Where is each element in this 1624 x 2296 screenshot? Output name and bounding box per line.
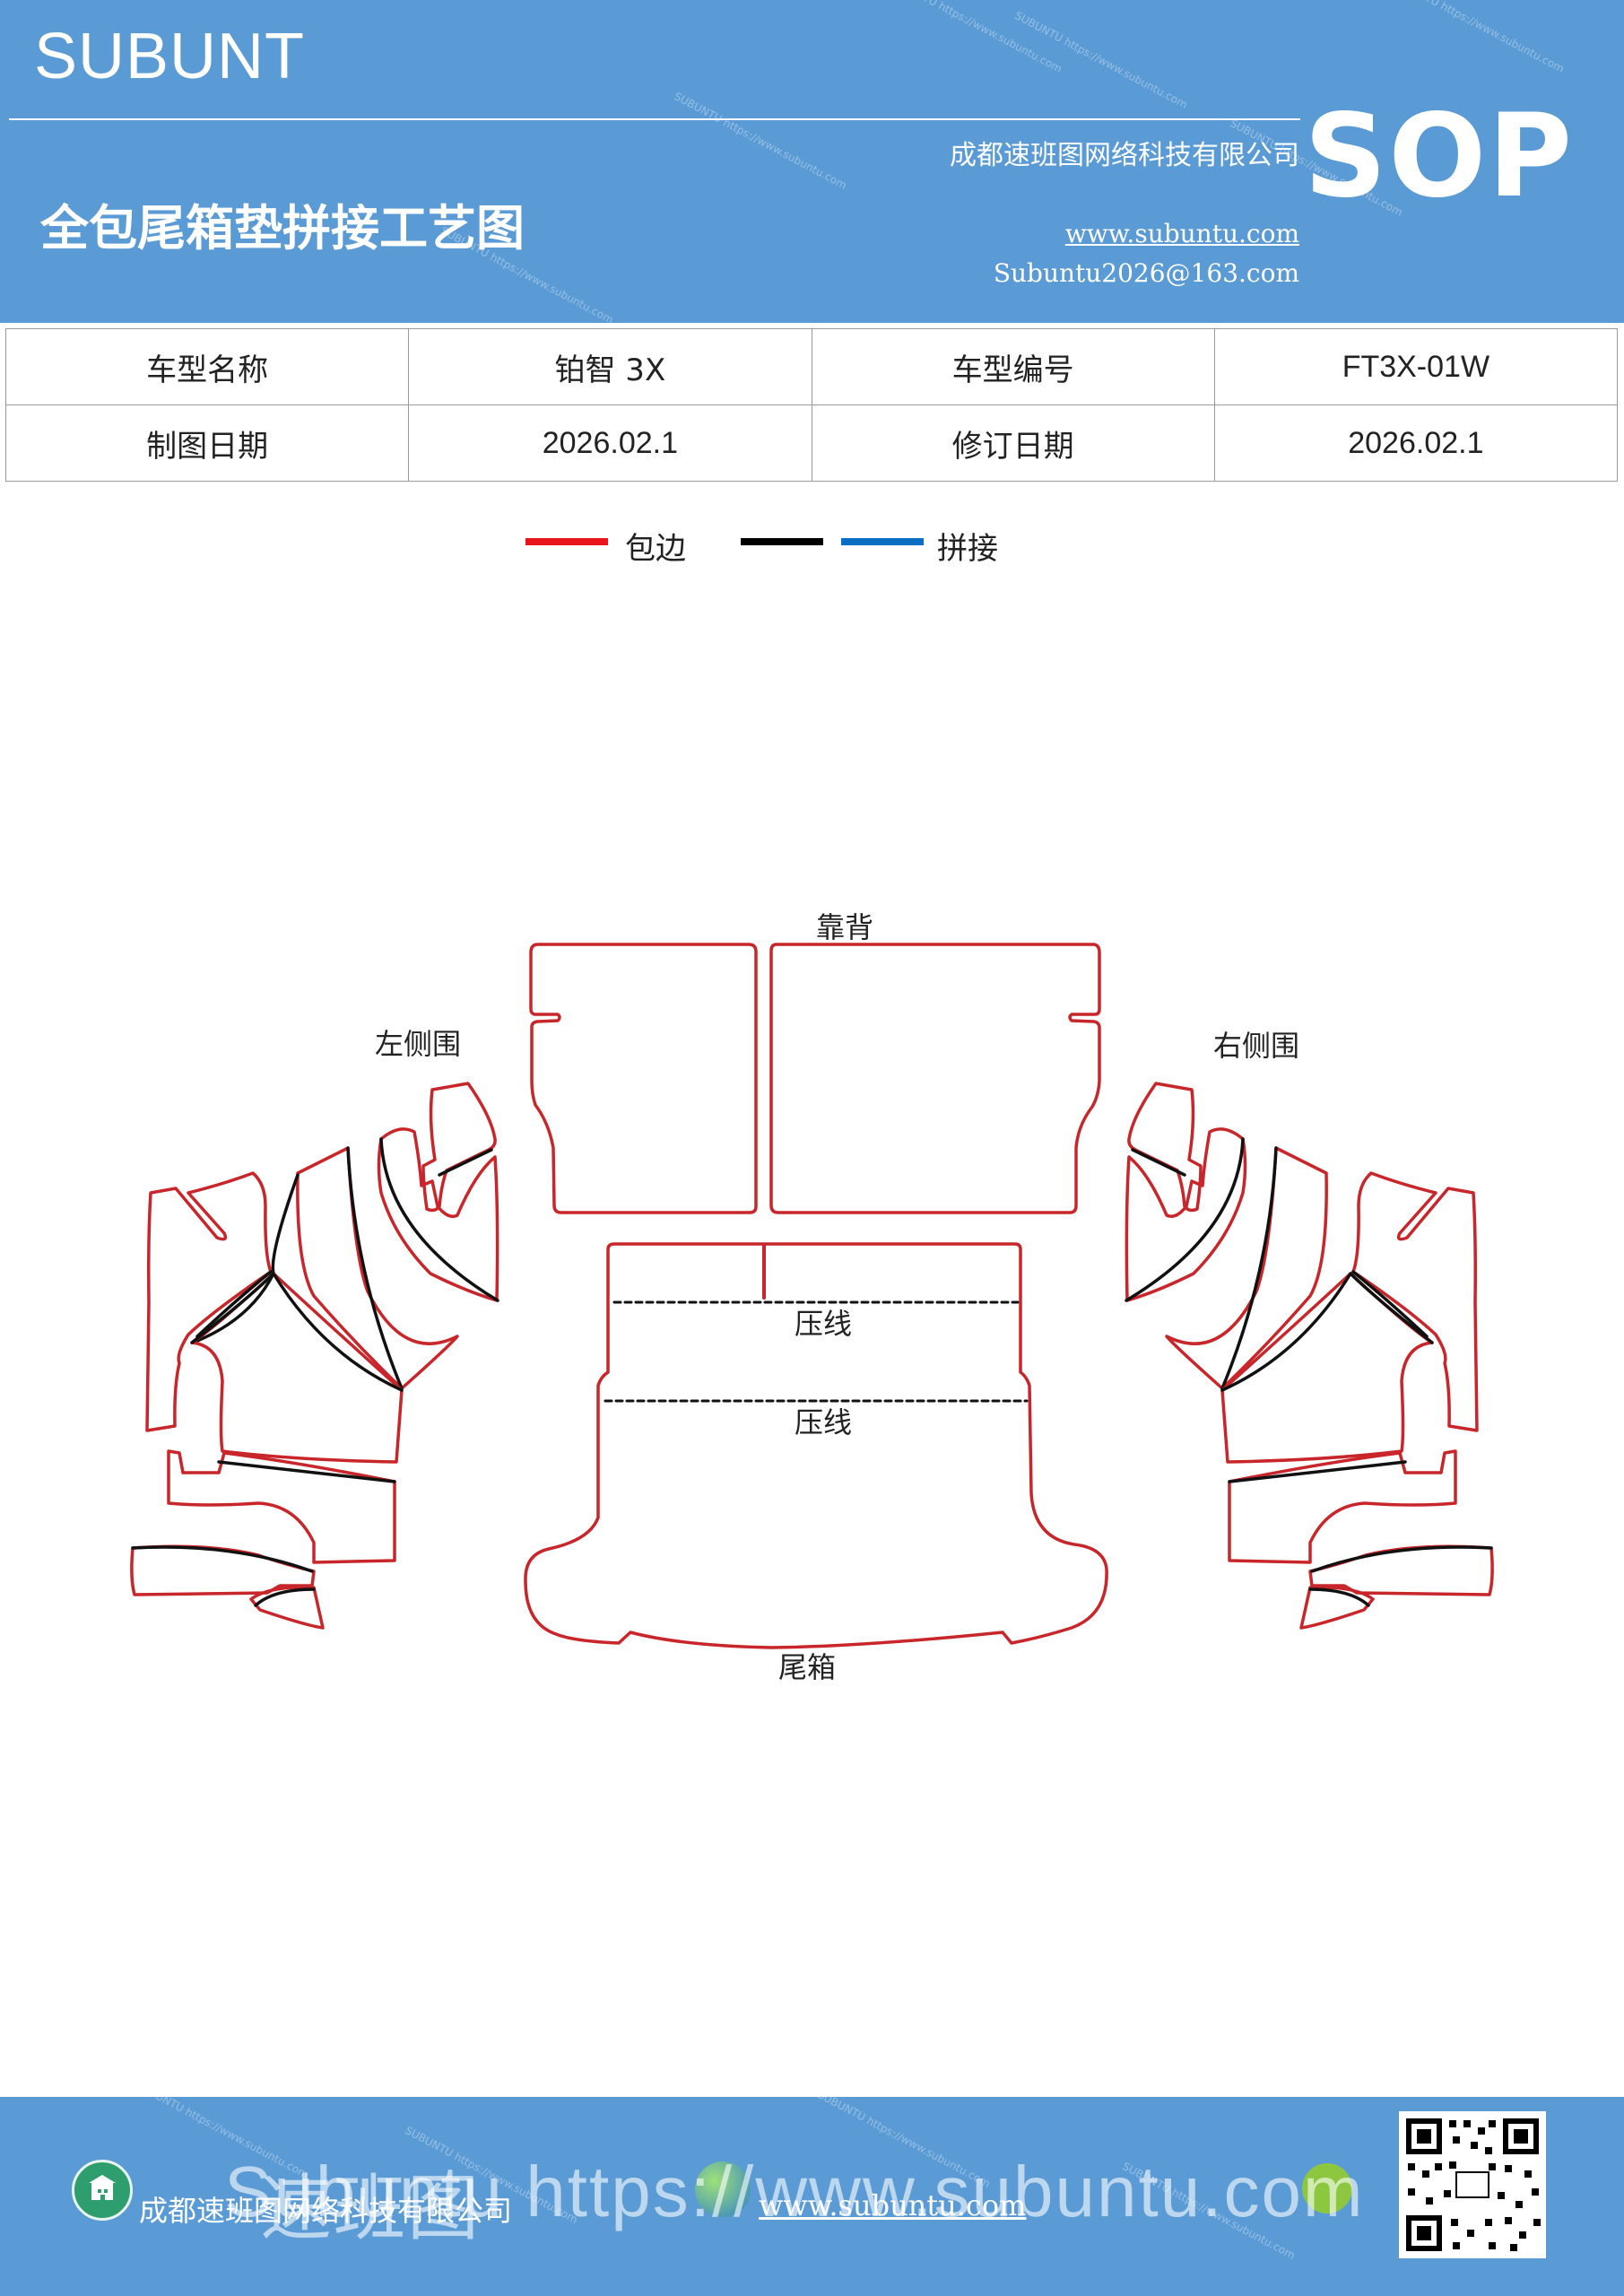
left-lower-seam (217, 1460, 396, 1483)
right-curved-panel (1165, 1146, 1328, 1390)
backrest-left-panel (529, 943, 758, 1214)
legend-splice-line (841, 538, 924, 545)
left-bottom-curl (249, 1586, 325, 1630)
right-middle-seam (1220, 1272, 1434, 1392)
left-upper-tab-seam (438, 1148, 493, 1177)
left-column-panel (377, 1127, 499, 1302)
vehicle-info-table: 车型名称 铂智 3X 车型编号 FT3X-01W 制图日期 2026.02.1 … (4, 328, 1619, 482)
qr-code-image (1406, 2118, 1541, 2251)
table-row: 车型名称 铂智 3X 车型编号 FT3X-01W (4, 328, 1619, 405)
left-bottom-seam (131, 1545, 314, 1573)
email-address: Subuntu2026@163.com (993, 258, 1299, 288)
left-curved-seam-a (346, 1146, 404, 1390)
revision-date-value: 2026.02.1 (1213, 404, 1619, 482)
footer-overlay-text: Subuntu https://www.subuntu.com (224, 2152, 1365, 2231)
right-lower-panel (1228, 1449, 1457, 1564)
left-bottom-curl-seam (254, 1587, 316, 1607)
footer-website[interactable]: www.subuntu.com (759, 2188, 1027, 2222)
trunk-label: 尾箱 (778, 1650, 836, 1684)
right-bottom-curl-seam (1308, 1587, 1370, 1607)
legend-seam-line (741, 538, 823, 545)
legend-edge-line (525, 538, 608, 545)
website-link[interactable]: www.subuntu.com (1064, 219, 1299, 248)
crease-label-upper: 压线 (795, 1307, 852, 1341)
sop-badge: SOP (1304, 90, 1574, 223)
right-middle-panel (1220, 1272, 1434, 1464)
right-column-seam (1125, 1137, 1245, 1302)
right-lower-seam (1228, 1460, 1407, 1483)
left-side-label: 左侧围 (375, 1027, 461, 1061)
left-outer-seam-b (195, 1272, 275, 1343)
right-outer-panel (1351, 1171, 1479, 1432)
left-middle-panel (190, 1272, 404, 1464)
right-side-label: 右侧围 (1213, 1029, 1299, 1063)
header-banner: SUBUNTU https://www.subuntu.com SUBUNTU … (0, 0, 1624, 326)
right-outer-seam-a (1351, 1270, 1429, 1338)
backrest-right-panel (769, 943, 1101, 1214)
left-curved-seam-b (271, 1173, 300, 1275)
right-curved-seam-a (1220, 1146, 1278, 1390)
crease-label-lower: 压线 (795, 1405, 852, 1439)
drawing-date-label: 制图日期 (4, 404, 410, 482)
left-outer-seam-a (195, 1270, 273, 1338)
model-name-value: 铂智 3X (408, 328, 812, 405)
right-bottom-seam (1310, 1545, 1493, 1573)
globe-icon (695, 2161, 751, 2217)
right-upper-tab-seam (1131, 1148, 1186, 1177)
revision-date-label: 修订日期 (811, 404, 1215, 482)
footer-banner: SUBUNTU https://www.subuntu.com SUBUNTU … (0, 2079, 1624, 2296)
table-row: 制图日期 2026.02.1 修订日期 2026.02.1 (4, 404, 1619, 482)
footer-overlay-cn: 速班图 (260, 2169, 481, 2248)
right-bottom-curl (1299, 1586, 1375, 1630)
model-code-label: 车型编号 (811, 328, 1215, 405)
model-name-label: 车型名称 (4, 328, 410, 405)
left-lower-panel (167, 1449, 396, 1564)
right-column-panel (1125, 1127, 1247, 1302)
left-middle-seam (190, 1272, 404, 1392)
trunk-floor-panel (524, 1242, 1108, 1649)
backrest-label: 靠背 (816, 910, 873, 944)
qr-code[interactable] (1399, 2111, 1546, 2258)
page-title: 全包尾箱垫拼接工艺图 (40, 200, 525, 257)
left-curved-panel (296, 1146, 459, 1390)
building-icon (72, 2160, 133, 2221)
drawing-date-value: 2026.02.1 (408, 404, 812, 482)
header-divider (9, 118, 1300, 120)
legend-splice-label: 拼接 (937, 531, 998, 567)
wechat-icon (1302, 2163, 1352, 2213)
company-name: 成都速班图网络科技有限公司 (950, 140, 1299, 171)
footer-company: 成都速班图网络科技有限公司 (139, 2194, 513, 2228)
left-column-seam (379, 1137, 499, 1302)
legend-edge-label: 包边 (625, 531, 686, 567)
legend: 包边 拼接 (0, 524, 1624, 578)
brand-name: SUBUNT (34, 21, 306, 92)
model-code-value: FT3X-01W (1213, 328, 1619, 405)
